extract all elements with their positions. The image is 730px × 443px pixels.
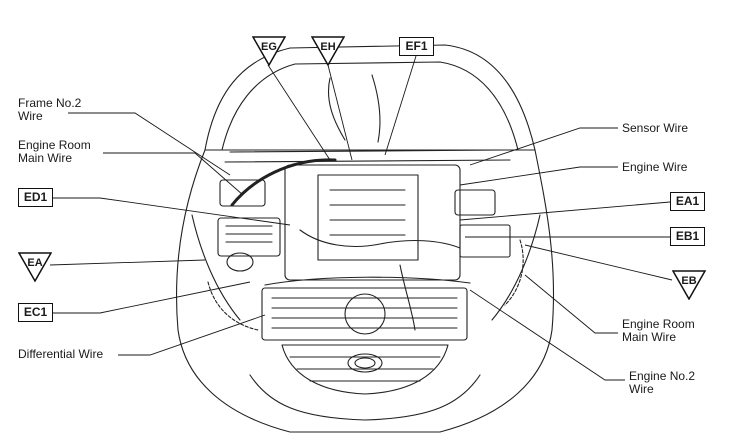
emblem [347,353,383,373]
hood-outline [204,44,536,151]
harness-down [399,264,416,331]
radiator-fins [271,297,458,329]
label-engine-room-main-wire-left: Engine Room Main Wire [18,139,91,165]
label-engine-room-main-wire-left-line2: Main Wire [18,151,73,165]
leader-engine-room-main-wire-right [524,274,618,334]
cowl-lower [224,159,511,163]
leader-ef1 [384,55,417,156]
leader-ea [49,259,206,266]
leader-engine-wire [459,166,618,186]
fan [344,293,386,335]
label-frame-no2-wire: Frame No.2 Wire [18,97,81,123]
leader-ed1 [52,197,291,226]
connector-triangle-eg-label: EG [261,41,277,53]
battery [459,224,511,258]
triangle-shape [252,36,286,66]
leader-ec1 [52,281,251,314]
emblem-inner [354,357,376,369]
fender-left [191,214,241,321]
label-engine-wire: Engine Wire [622,160,688,174]
leader-eg [267,64,331,161]
corrugated-harness [230,158,337,207]
hood-inner [221,61,519,151]
connector-triangle-eg: EG [252,36,286,66]
air-filter-box [217,217,281,257]
label-engine-no2-wire-line2: Wire [629,382,654,396]
harness-top [327,74,381,143]
leader-engine-room-main-wire-left [103,152,244,196]
label-engine-room-main-wire-right: Engine Room Main Wire [622,318,695,344]
connector-triangle-eb: EB [672,270,706,300]
radiator [261,287,468,341]
connector-triangle-eh: EH [311,36,345,66]
engine-block [284,164,461,281]
connector-triangle-ea-label: EA [27,257,43,269]
harness-left [207,281,259,331]
harness-front [264,276,471,286]
leader-eb [524,244,673,281]
connector-triangle-eb-label: EB [681,275,697,287]
label-engine-room-main-wire-right-line1: Engine Room [622,317,695,331]
label-engine-room-main-wire-right-line2: Main Wire [622,330,677,344]
harness-mid [299,229,461,249]
connector-triangle-eh-label: EH [320,41,336,53]
grille-outline [281,344,449,395]
leader-sensor-wire [469,127,618,166]
leader-engine-no2-wire [469,289,625,381]
leader-frame-no2-wire [68,112,231,176]
connector-box-eb1: EB1 [670,227,705,246]
label-engine-room-main-wire-left-line1: Engine Room [18,138,91,152]
air-filter-ribs [225,225,273,243]
triangle-shape [18,252,52,282]
leader-ea1 [459,201,671,221]
triangle-shape [311,36,345,66]
triangle-shape [672,270,706,300]
harness-right [504,239,524,306]
label-frame-no2-wire-line2: Wire [18,109,43,123]
relay-box [219,179,266,207]
connector-box-ef1: EF1 [399,37,434,56]
connector-triangle-ea: EA [18,252,52,282]
fender-right [491,214,541,321]
leader-differential-wire [118,314,266,356]
label-engine-no2-wire-line1: Engine No.2 [629,369,696,383]
connector-box-ec1: EC1 [18,303,53,322]
leader-eh [327,64,353,161]
fuse-box [454,189,496,216]
label-engine-no2-wire: Engine No.2 Wire [629,370,695,396]
label-differential-wire: Differential Wire [18,347,104,361]
body-outline [176,149,555,433]
bumper-outline [249,374,481,421]
connector-box-ea1: EA1 [670,192,705,211]
connector-box-ed1: ED1 [18,188,53,207]
valve-cover [317,174,419,261]
label-frame-no2-wire-line1: Frame No.2 [18,96,82,110]
reservoir [226,252,254,272]
cowl [229,149,506,153]
label-sensor-wire: Sensor Wire [622,121,689,135]
